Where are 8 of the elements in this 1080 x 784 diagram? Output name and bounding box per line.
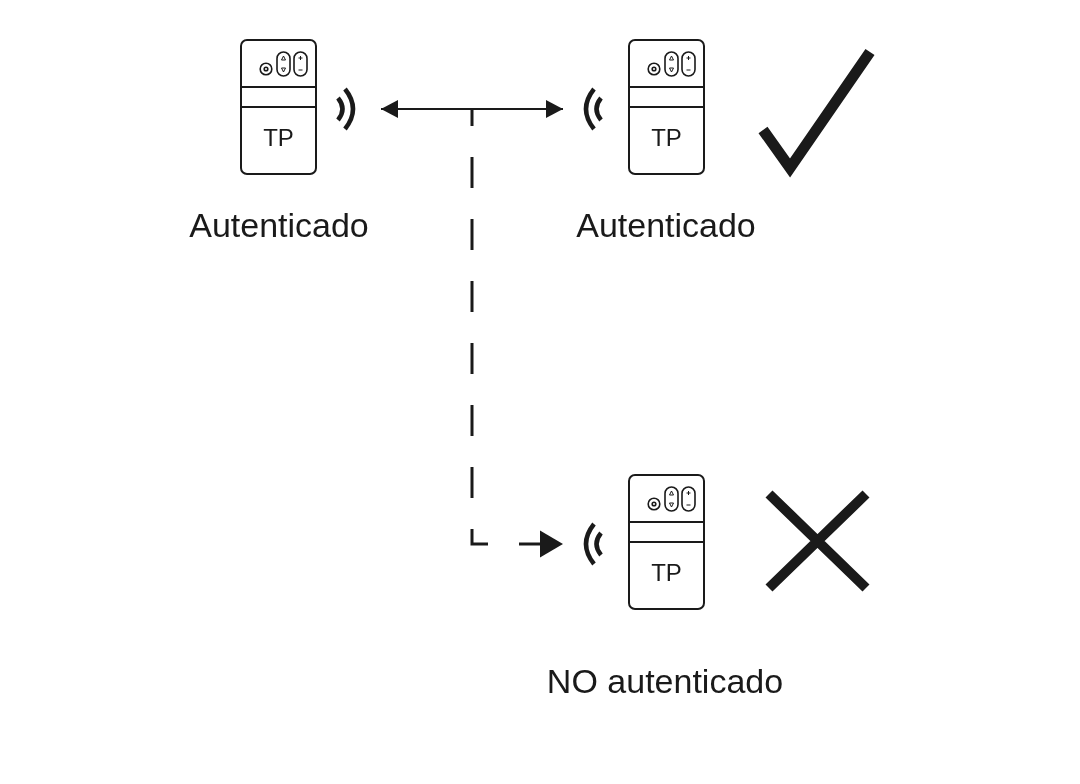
status-caption: Autenticado (576, 205, 756, 245)
status-caption: NO autenticado (546, 661, 784, 701)
device-label: TP (651, 560, 682, 586)
status-caption: Autenticado (189, 205, 369, 245)
dashed-arrow (470, 110, 563, 558)
double-headed-arrow (380, 100, 564, 118)
device-label: TP (651, 125, 682, 151)
device-label: TP (263, 125, 294, 151)
